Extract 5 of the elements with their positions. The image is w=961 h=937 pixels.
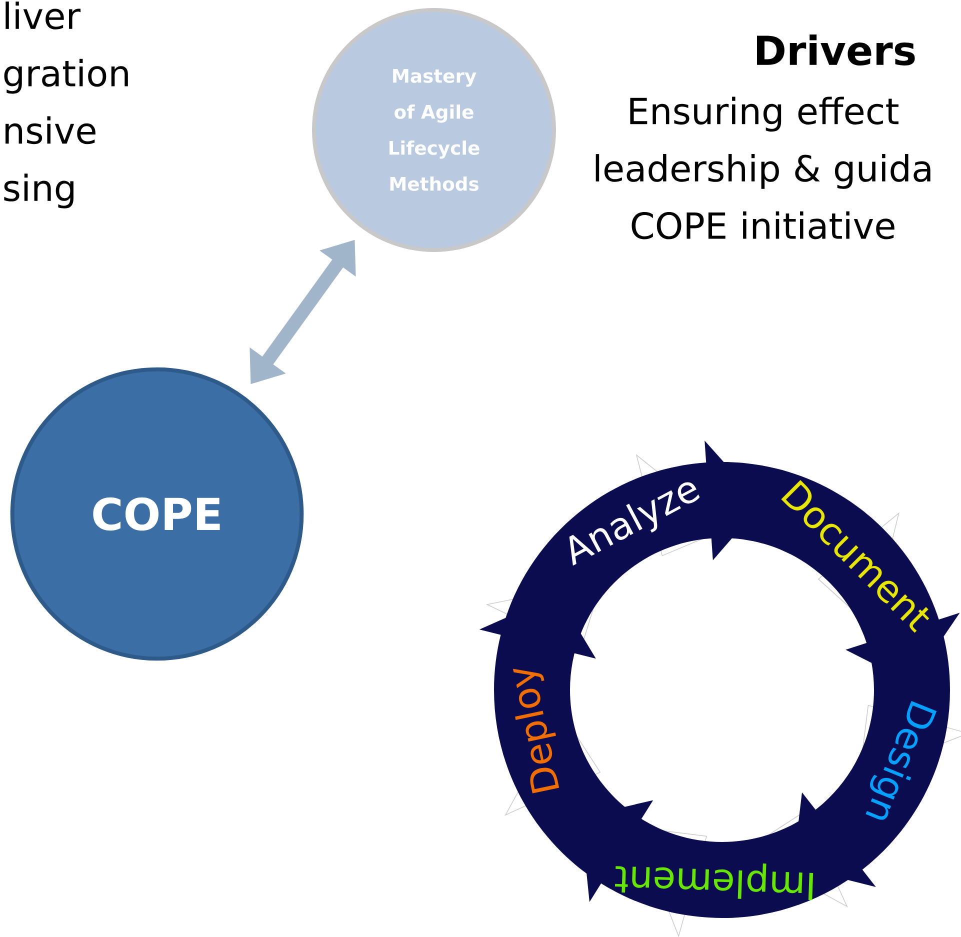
body-text: Ensuring effect leadership & guida COPE initiative (596, 96, 930, 240)
body-text: liver gration nsive sing (4, 2, 128, 208)
stage-label: Implement (614, 863, 814, 900)
stage-label: Deploy (512, 668, 560, 794)
heading: Drivers (757, 34, 915, 66)
